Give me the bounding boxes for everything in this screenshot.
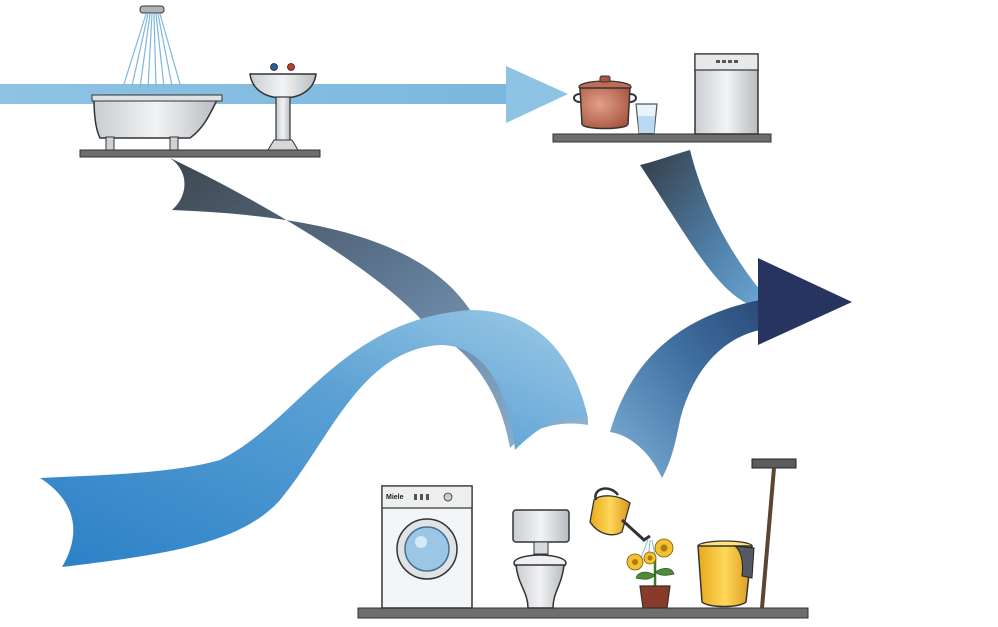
to-outlet-flow	[610, 300, 760, 478]
left-water-inflow	[40, 310, 588, 567]
water-glass-icon	[635, 103, 658, 134]
washing-machine-icon: Miele	[381, 485, 473, 609]
watering-can-icon	[589, 487, 657, 563]
washbasin	[249, 63, 317, 151]
bathtub	[91, 94, 223, 151]
outlet-arrow	[758, 258, 852, 345]
flower-pot-icon	[626, 538, 675, 609]
mop-icon	[751, 458, 797, 609]
bath-greywater-flow	[170, 158, 588, 448]
shower-head	[123, 5, 181, 89]
upper-left-shelf	[79, 149, 321, 158]
upper-right-shelf	[552, 133, 772, 143]
dishwasher-icon	[694, 53, 759, 135]
kitchen-wastewater-flow	[640, 150, 760, 308]
washing-machine-brand: Miele	[386, 494, 404, 501]
bottom-shelf	[357, 607, 809, 619]
toilet-icon	[512, 509, 570, 609]
bucket-icon	[697, 540, 755, 608]
cooking-pot-icon	[573, 75, 637, 130]
